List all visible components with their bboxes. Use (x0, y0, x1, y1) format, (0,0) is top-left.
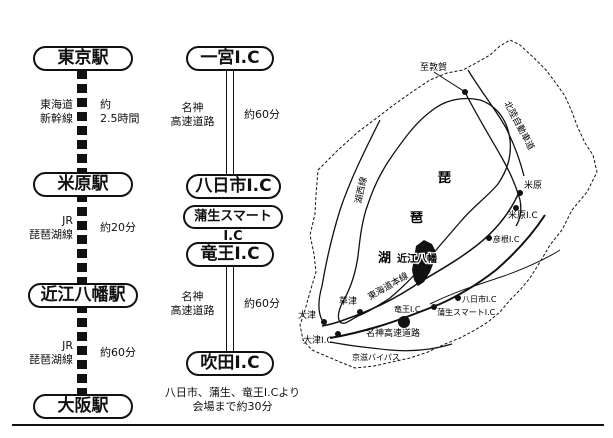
ic-ichinomiya: 一宮I.C (186, 46, 274, 71)
road-name-1a: 名神 (181, 101, 204, 114)
station-tokyo: 東京駅 (33, 46, 133, 71)
rail-line-2a: JR (62, 214, 73, 227)
otsu-ic-dot (335, 331, 341, 337)
rail-line-label-1: 東海道 新幹線 (18, 98, 73, 126)
otsu-dot (321, 319, 327, 325)
road-segment-2 (226, 260, 234, 353)
rail-line-3b: 琵琶湖線 (29, 353, 73, 366)
road-name-label-1: 名神 高速道路 (165, 101, 220, 129)
rail-time-1b: 2.5時間 (100, 112, 140, 125)
ic-gamo-smart: 蒲生スマートI.C (183, 205, 283, 244)
label-yokaichi-ic: 八日市I.C (462, 294, 497, 304)
road-time-label-1: 約60分 (244, 108, 280, 121)
rail-line-1a: 東海道 (40, 98, 73, 111)
station-omihachiman: 近江八幡駅 (28, 283, 138, 308)
rail-segment-3 (77, 304, 87, 396)
label-otsu-ic: 大津I.C (303, 334, 333, 346)
kosei-line (318, 119, 381, 321)
rail-segment-2 (77, 193, 87, 285)
road-name-1b: 高速道路 (170, 115, 215, 128)
rail-time-label-3: 約60分 (100, 346, 136, 359)
meishin-expressway (329, 214, 546, 339)
road-name-2a: 名神 (181, 290, 204, 303)
ic-ryuo: 竜王I.C (186, 242, 274, 267)
label-maibara-ic: 米原I.C (508, 209, 538, 221)
maibara-dot (517, 190, 523, 196)
road-note-line-2: 会場まで約30分 (192, 400, 273, 413)
rail-line-1b: 新幹線 (40, 112, 73, 125)
rail-time-label-2: 約20分 (100, 221, 136, 234)
label-otsu: 大津 (298, 309, 316, 321)
rail-time-label-1: 約 2.5時間 (100, 98, 160, 126)
station-osaka: 大阪駅 (33, 394, 133, 419)
rail-segment-1 (77, 70, 87, 176)
label-gamo-ic: 蒲生スマートI.C (437, 307, 496, 317)
label-lake-1: 琵 (438, 171, 451, 186)
label-meishin: 名神高速道路 (366, 327, 420, 339)
label-kusatsu: 草津 (339, 295, 357, 307)
hikone-ic-dot (486, 235, 492, 241)
road-time-label-2: 約60分 (244, 297, 280, 310)
maibara-ic-dot (513, 205, 519, 211)
rail-line-label-2: JR 琵琶湖線 (18, 214, 73, 242)
hokuriku-expressway (464, 91, 522, 227)
ic-suita: 吹田I.C (186, 351, 274, 376)
rail-line-3a: JR (62, 339, 73, 352)
prefecture-boundary (299, 39, 598, 369)
rail-line-label-3: JR 琵琶湖線 (18, 339, 73, 367)
label-tsuruga: 至敦賀 (420, 61, 447, 73)
road-note: 八日市、蒲生、竜王I.Cより 会場まで約30分 (150, 386, 315, 414)
ic-yokaichi: 八日市I.C (186, 174, 281, 199)
kusatsu-dot (357, 309, 363, 315)
label-keiji: 京滋バイパス (352, 352, 400, 362)
label-hikone-ic: 彦根I.C (493, 234, 520, 244)
label-maibara: 米原 (524, 179, 542, 191)
road-note-line-1: 八日市、蒲生、竜王I.Cより (164, 386, 301, 399)
ryuo-ic-dot (398, 316, 410, 328)
rail-line-2b: 琵琶湖線 (29, 228, 73, 241)
lake-biwa (337, 97, 512, 324)
rail-time-1a: 約 (100, 98, 111, 111)
label-omihachiman: 近江八幡 (397, 252, 438, 265)
tsuruga-road (433, 71, 466, 93)
omihachiman-area (412, 240, 436, 286)
east-road (429, 249, 561, 305)
label-ryuo-ic: 竜王I.C (394, 304, 421, 314)
tsuruga-dot (462, 89, 468, 95)
label-kosei: 湖西線 (352, 176, 369, 205)
road-name-2b: 高速道路 (170, 304, 215, 317)
keiji-bypass (329, 341, 453, 352)
label-lake-3: 湖 (378, 251, 391, 266)
yokaichi-ic-dot (455, 295, 461, 301)
hokuriku-line (467, 69, 525, 177)
gamo-ic-dot (431, 304, 437, 310)
station-maibara: 米原駅 (33, 172, 133, 197)
road-segment-1 (226, 70, 234, 178)
label-lake-2: 琶 (410, 210, 423, 226)
road-name-label-2: 名神 高速道路 (165, 290, 220, 318)
bottom-divider (12, 424, 604, 426)
